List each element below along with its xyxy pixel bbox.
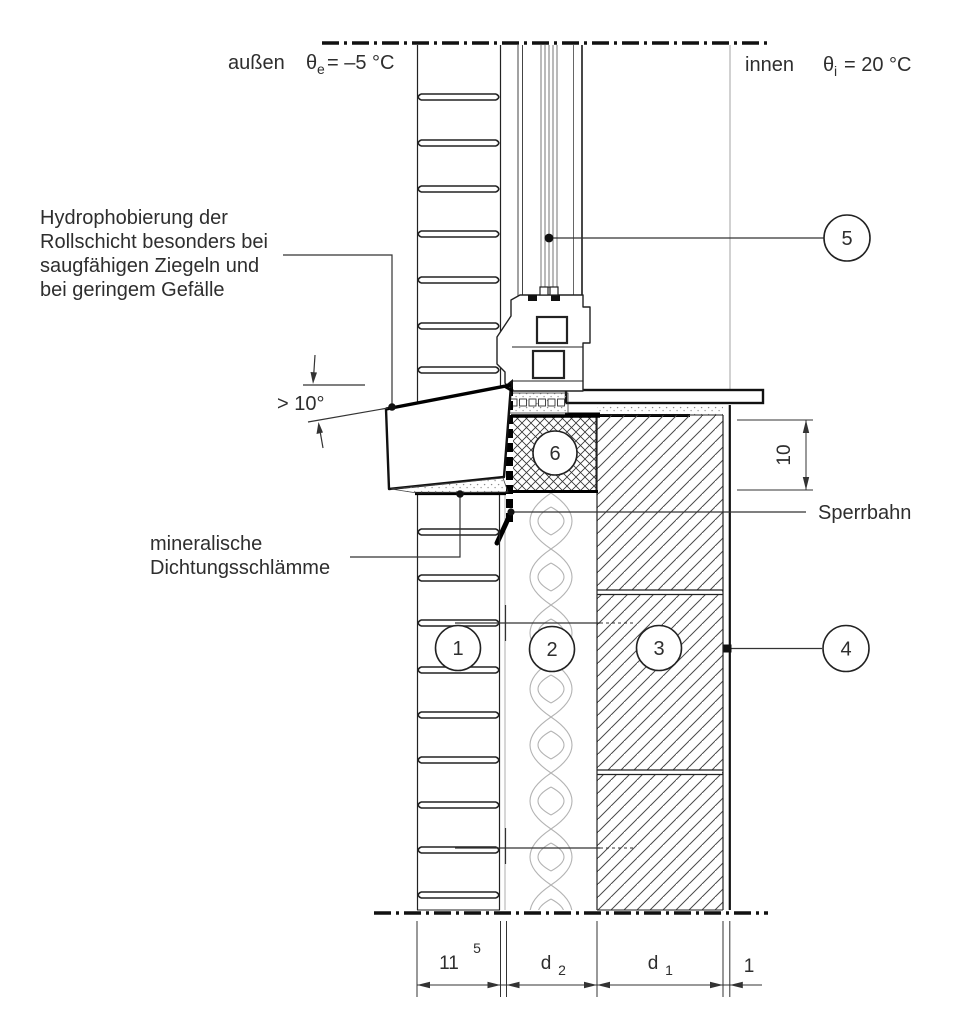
mineral-slurry-note: mineralische Dichtungsschlämme xyxy=(150,533,330,579)
leader-hydrophobierung xyxy=(283,254,396,411)
inside-label: innen xyxy=(745,54,794,76)
inside-theta-symbol: θ xyxy=(823,54,834,76)
balloon-6: 6 xyxy=(532,430,578,476)
mineral-line-1: mineralische xyxy=(150,533,262,555)
dimension-chain-bottom xyxy=(416,921,762,997)
dim-sill-height-label: 10 xyxy=(774,444,795,465)
outside-condition-label: außen θ e = –5 °C xyxy=(228,52,394,77)
rowlock-sill xyxy=(384,383,514,494)
window-frame-profile xyxy=(496,286,591,392)
slope-angle-label: > 10° xyxy=(277,393,324,415)
sealing-membrane xyxy=(494,387,513,546)
balloon-3: 3 xyxy=(635,624,683,672)
gasket-icon xyxy=(528,295,537,301)
window-frame-verticals xyxy=(517,45,583,296)
hydrophobierung-line-2: Rollschicht besonders bei xyxy=(40,231,268,253)
mortar-under-frame xyxy=(506,392,569,414)
outside-label: außen xyxy=(228,52,285,74)
balloon-4-number: 4 xyxy=(840,639,851,661)
dim-wall-width: d xyxy=(648,953,659,974)
inside-temp-value: = 20 °C xyxy=(844,54,911,76)
balloon-6-number: 6 xyxy=(549,443,560,465)
insulation-layer xyxy=(504,493,597,910)
balloon-1: 1 xyxy=(434,624,482,672)
balloon-2: 2 xyxy=(528,625,576,673)
sperrbahn-label: Sperrbahn xyxy=(818,502,911,524)
balloon-4: 4 xyxy=(723,624,870,673)
gasket-icon xyxy=(551,295,560,301)
dim-insulation-width-sub: 2 xyxy=(558,962,566,978)
outside-theta-sub: e xyxy=(317,61,325,77)
balloon-5-number: 5 xyxy=(841,228,852,250)
dim-insulation-width: d xyxy=(541,953,552,974)
outside-temp-value: = –5 °C xyxy=(327,52,394,74)
inside-theta-sub: i xyxy=(834,63,837,79)
brick-veneer-upper-joints xyxy=(417,93,500,374)
dim-brick-width-sup: 5 xyxy=(473,940,481,956)
balloon-1-number: 1 xyxy=(452,638,463,660)
dim-wall-width-sub: 1 xyxy=(665,962,673,978)
hydrophobierung-line-1: Hydrophobierung der xyxy=(40,207,228,229)
mortar-wedge xyxy=(390,477,509,494)
dimension-sill-height xyxy=(737,419,813,491)
hydrophobierung-line-3: saugfähigen Ziegeln und xyxy=(40,255,259,277)
leader-mineral xyxy=(350,490,464,558)
glazing-spacer xyxy=(549,286,559,296)
hydrophobierung-note: Hydrophobierung der Rollschicht besonder… xyxy=(40,207,268,301)
window-board xyxy=(564,388,765,405)
slope-angle-annotation xyxy=(303,354,389,449)
wall-ties xyxy=(455,605,633,864)
balloon-3-number: 3 xyxy=(653,638,664,660)
mineral-line-2: Dichtungsschlämme xyxy=(150,557,330,579)
glazing-spacer xyxy=(539,286,549,296)
balloon-2-number: 2 xyxy=(546,639,557,661)
dim-brick-width: 11 xyxy=(439,953,459,974)
dim-plaster-width: 1 xyxy=(744,956,755,977)
brick-veneer-upper xyxy=(416,45,502,406)
hydrophobierung-line-4: bei geringem Gefälle xyxy=(40,279,225,301)
inside-condition-label: innen θ i = 20 °C xyxy=(745,54,911,79)
outside-theta-symbol: θ xyxy=(306,52,317,74)
leader-sperrbahn xyxy=(507,508,806,516)
balloon-5: 5 xyxy=(544,214,871,262)
mortar-bed-under-board xyxy=(597,404,723,415)
